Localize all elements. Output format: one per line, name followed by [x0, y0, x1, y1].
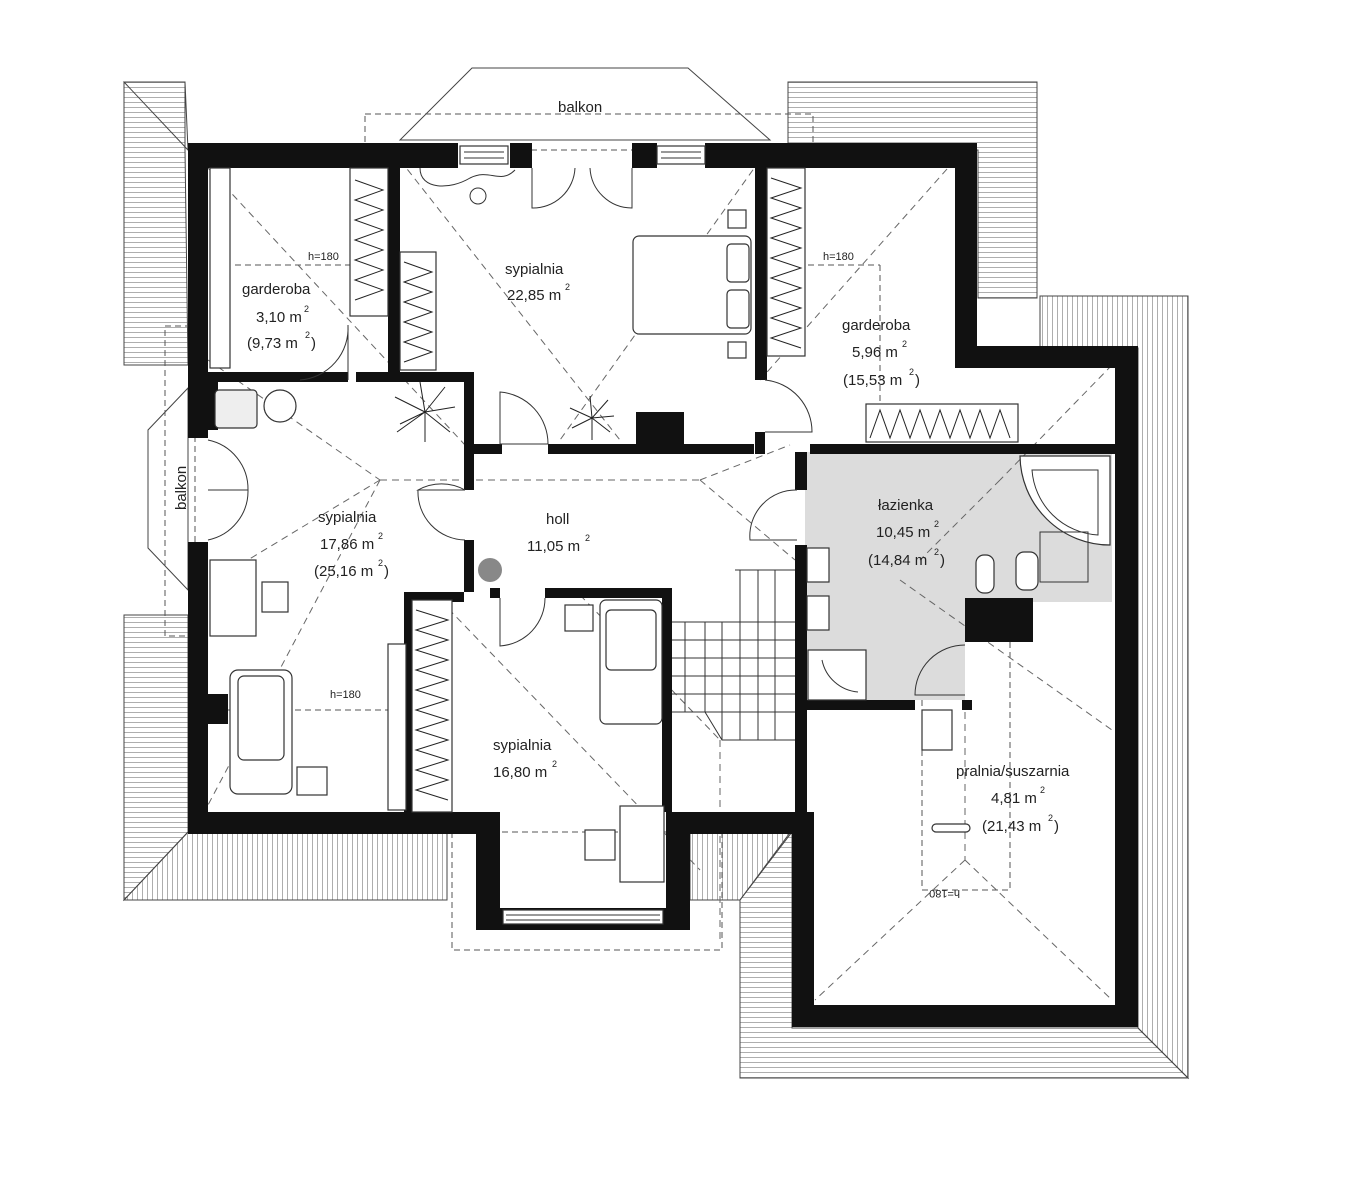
balkon-left-label: balkon — [173, 466, 190, 510]
plant-icon — [478, 558, 502, 582]
room-name: garderoba — [842, 317, 911, 334]
roof-eave-top-left — [123, 81, 189, 366]
balkon-top-label: balkon — [558, 99, 602, 116]
room-area: 4,81 m — [991, 790, 1037, 807]
room-area: 5,96 m — [852, 344, 898, 361]
area-sup: 2 — [304, 304, 309, 314]
roof-eave-top-right — [787, 81, 1038, 299]
room-area: 17,86 m — [320, 536, 374, 553]
room-labels: balkon balkon h=180 h=180 h=180 h=180 ga… — [173, 99, 1070, 899]
room-area-total: (9,73 m — [247, 335, 298, 352]
room-area-total: (21,43 m — [982, 818, 1041, 835]
area-sup: 2 — [1040, 785, 1045, 795]
room-name: holl — [546, 511, 569, 528]
room-name: sypialnia — [505, 261, 564, 278]
windows — [459, 145, 706, 925]
paren-close: ) — [384, 563, 389, 580]
room-area: 10,45 m — [876, 524, 930, 541]
area-sup: 2 — [909, 367, 914, 377]
doors — [207, 167, 966, 696]
roof-bay-top — [398, 67, 772, 141]
room-area: 16,80 m — [493, 764, 547, 781]
room-name: sypialnia — [318, 509, 377, 526]
room-area: 22,85 m — [507, 287, 561, 304]
area-sup: 2 — [1048, 813, 1053, 823]
h180-label: h=180 — [308, 251, 339, 263]
room-area-total: (25,16 m — [314, 563, 373, 580]
area-sup: 2 — [305, 330, 310, 340]
paren-close: ) — [311, 335, 316, 352]
room-name: sypialnia — [493, 737, 552, 754]
paren-close: ) — [915, 372, 920, 389]
paren-close: ) — [1054, 818, 1059, 835]
plant-icon — [394, 381, 456, 442]
roof-eave-right — [1039, 295, 1189, 1080]
plant-icon — [569, 395, 615, 440]
furniture — [209, 167, 1111, 883]
area-sup: 2 — [565, 282, 570, 292]
paren-close: ) — [940, 552, 945, 569]
area-sup: 2 — [902, 339, 907, 349]
staircase — [672, 569, 795, 741]
area-sup: 2 — [378, 558, 383, 568]
area-sup: 2 — [552, 759, 557, 769]
area-sup: 2 — [378, 531, 383, 541]
h180-label: h=180 — [330, 689, 361, 701]
room-name: pralnia/suszarnia — [956, 763, 1070, 780]
room-name: łazienka — [878, 497, 934, 514]
bay-left — [147, 386, 189, 592]
area-sup: 2 — [934, 547, 939, 557]
area-sup: 2 — [585, 533, 590, 543]
room-area: 3,10 m — [256, 309, 302, 326]
roof-eave-top-left-b — [122, 81, 189, 152]
room-area: 11,05 m — [527, 538, 580, 555]
h180-label: h=180 — [929, 887, 960, 899]
room-name: garderoba — [242, 281, 311, 298]
roof-ridge-lines — [189, 159, 1113, 1001]
h180-label: h=180 — [823, 251, 854, 263]
roof-eaves — [122, 67, 1190, 1080]
room-area-total: (15,53 m — [843, 372, 902, 389]
room-area-total: (14,84 m — [868, 552, 927, 569]
area-sup: 2 — [934, 519, 939, 529]
